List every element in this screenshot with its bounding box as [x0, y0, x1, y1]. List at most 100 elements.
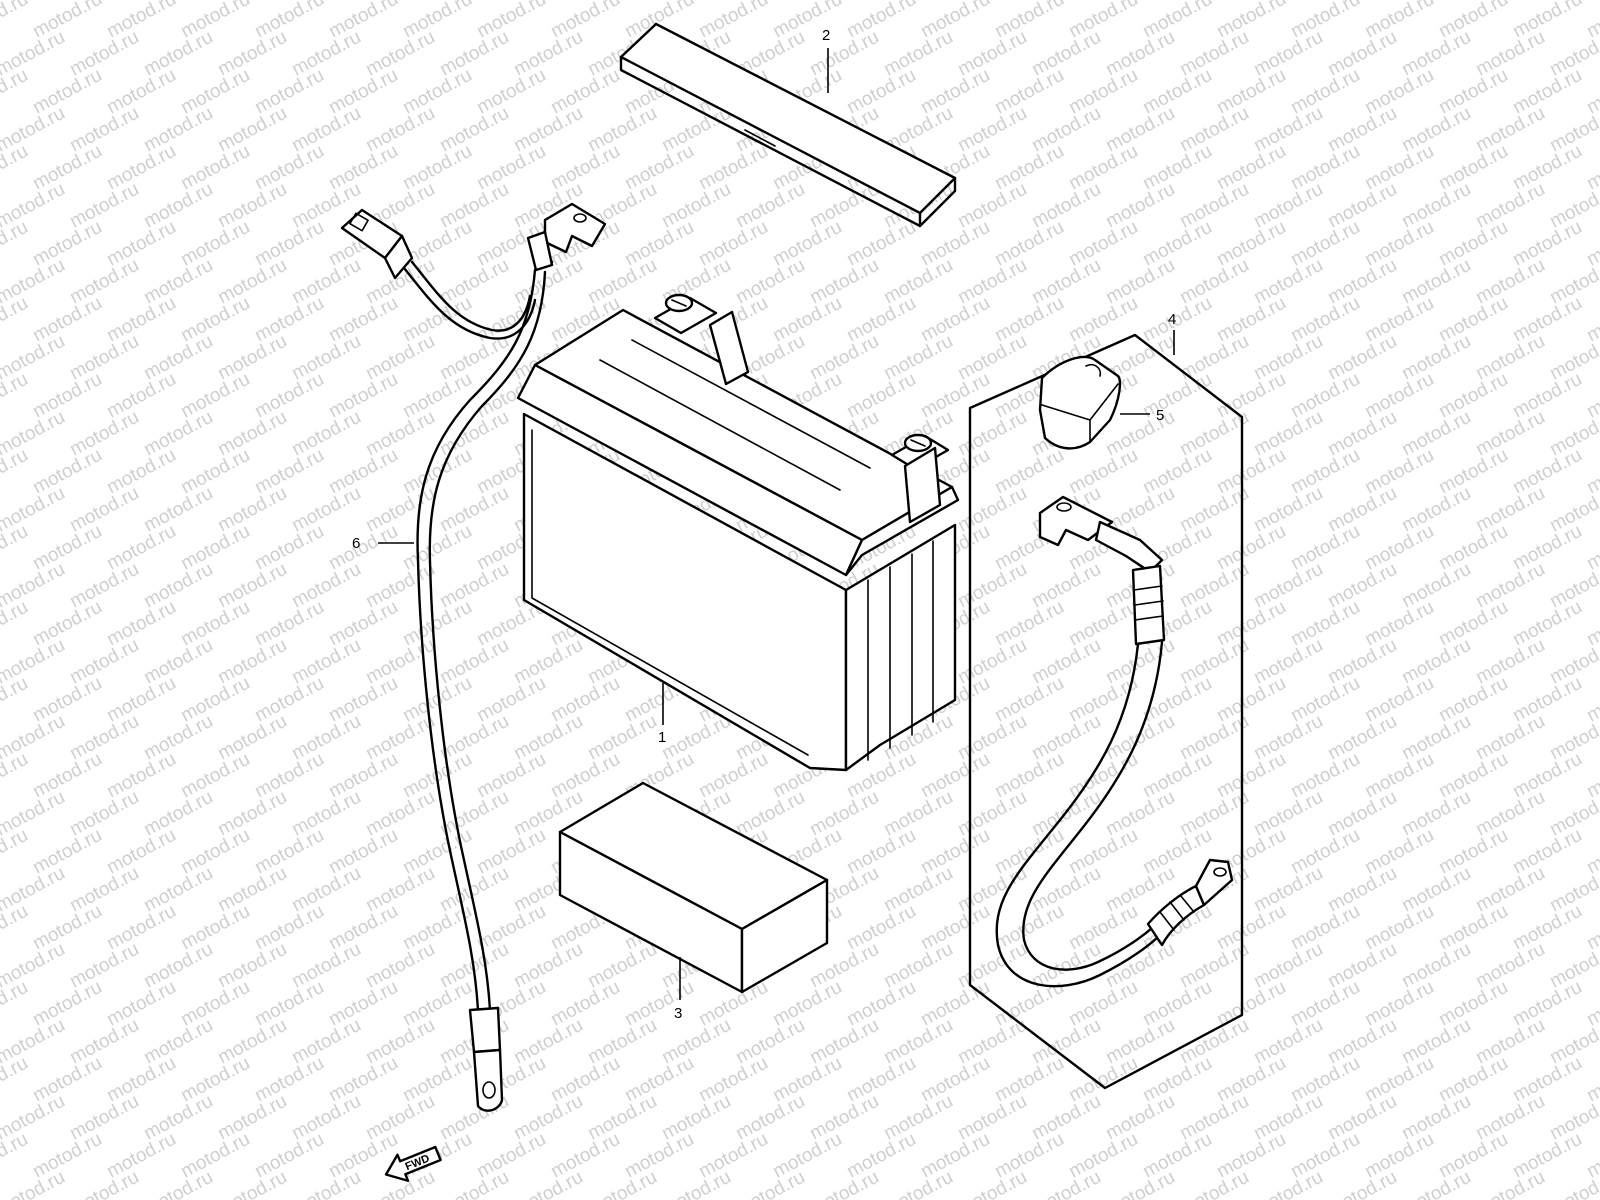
watermark-text: motod.ru	[29, 901, 105, 955]
watermark-text: motod.ru	[66, 27, 142, 81]
watermark-text: motod.ru	[806, 1167, 882, 1200]
part-cable-negative[interactable]	[340, 202, 607, 1112]
watermark-text: motod.ru	[806, 1091, 882, 1145]
watermark-text: motod.ru	[1102, 1091, 1178, 1145]
watermark-text: motod.ru	[806, 255, 882, 309]
watermark-text: motod.ru	[917, 217, 993, 271]
watermark-text: motod.ru	[1509, 901, 1585, 955]
part-pad-bottom[interactable]	[558, 781, 829, 994]
part-cable-positive[interactable]	[995, 495, 1234, 988]
callout-5: 5	[1156, 407, 1164, 424]
watermark-text: motod.ru	[103, 1129, 179, 1183]
watermark-text: motod.ru	[1435, 1053, 1511, 1107]
watermark-text: motod.ru	[658, 179, 734, 233]
watermark-text: motod.ru	[103, 1053, 179, 1107]
watermark-text: motod.ru	[880, 863, 956, 917]
watermark-text: motod.ru	[1139, 65, 1215, 119]
part-battery[interactable]	[516, 293, 960, 772]
watermark-text: motod.ru	[0, 825, 32, 879]
watermark-text: motod.ru	[547, 65, 623, 119]
watermark-text: motod.ru	[917, 825, 993, 879]
watermark-text: motod.ru	[29, 597, 105, 651]
watermark-text: motod.ru	[917, 901, 993, 955]
watermark-text: motod.ru	[1324, 255, 1400, 309]
watermark-text: motod.ru	[917, 749, 993, 803]
watermark-text: motod.ru	[1324, 863, 1400, 917]
part-pad-top[interactable]	[619, 22, 957, 228]
watermark-text: motod.ru	[325, 65, 401, 119]
watermark-text: motod.ru	[1324, 787, 1400, 841]
watermark-text: motod.ru	[1472, 255, 1548, 309]
watermark-text: motod.ru	[0, 521, 32, 575]
watermark-text: motod.ru	[1398, 711, 1474, 765]
watermark-text: motod.ru	[991, 749, 1067, 803]
watermark-text: motod.ru	[769, 217, 845, 271]
watermark-text: motod.ru	[288, 559, 364, 613]
watermark-text: motod.ru	[1102, 1167, 1178, 1200]
watermark-text: motod.ru	[1102, 27, 1178, 81]
watermark-text: motod.ru	[1139, 1053, 1215, 1107]
watermark-text: motod.ru	[1213, 293, 1289, 347]
watermark-text: motod.ru	[880, 331, 956, 385]
watermark-text: motod.ru	[1065, 1053, 1141, 1107]
watermark-text: motod.ru	[1472, 1015, 1548, 1069]
part-terminal-cover[interactable]	[1038, 355, 1122, 450]
watermark-text: motod.ru	[1176, 1167, 1252, 1200]
watermark-text: motod.ru	[917, 1129, 993, 1183]
watermark-text: motod.ru	[621, 1053, 697, 1107]
watermark-text: motod.ru	[1287, 749, 1363, 803]
watermark-text: motod.ru	[917, 293, 993, 347]
watermark-text: motod.ru	[1250, 787, 1326, 841]
watermark-text: motod.ru	[1509, 369, 1585, 423]
watermark-text: motod.ru	[288, 939, 364, 993]
watermark-text: motod.ru	[66, 863, 142, 917]
watermark-text: motod.ru	[140, 863, 216, 917]
watermark-text: motod.ru	[1435, 141, 1511, 195]
watermark-text: motod.ru	[325, 597, 401, 651]
watermark-text: motod.ru	[1472, 407, 1548, 461]
watermark-text: motod.ru	[140, 711, 216, 765]
watermark-text: motod.ru	[362, 331, 438, 385]
watermark-text: motod.ru	[954, 407, 1030, 461]
watermark-text: motod.ru	[1102, 1015, 1178, 1069]
watermark-text: motod.ru	[251, 217, 327, 271]
watermark-text: motod.ru	[1287, 521, 1363, 575]
watermark-text: motod.ru	[436, 635, 512, 689]
watermark-text: motod.ru	[547, 141, 623, 195]
watermark-text: motod.ru	[1361, 293, 1437, 347]
watermark-text: motod.ru	[510, 1091, 586, 1145]
watermark-text: motod.ru	[1213, 673, 1289, 727]
watermark-text: motod.ru	[29, 217, 105, 271]
watermark-text: motod.ru	[0, 901, 32, 955]
watermark-text: motod.ru	[103, 217, 179, 271]
watermark-text: motod.ru	[1398, 1167, 1474, 1200]
watermark-text: motod.ru	[288, 1167, 364, 1200]
watermark-text: motod.ru	[1435, 901, 1511, 955]
watermark-text: motod.ru	[1398, 863, 1474, 917]
watermark-text: motod.ru	[362, 635, 438, 689]
watermark-text: motod.ru	[362, 559, 438, 613]
watermark-text: motod.ru	[214, 711, 290, 765]
watermark-text: motod.ru	[843, 293, 919, 347]
watermark-text: motod.ru	[399, 1053, 475, 1107]
watermark-text: motod.ru	[1213, 369, 1289, 423]
watermark-text: motod.ru	[1065, 673, 1141, 727]
watermark-text: motod.ru	[1213, 977, 1289, 1031]
watermark-text: motod.ru	[1509, 673, 1585, 727]
watermark-text: motod.ru	[1213, 749, 1289, 803]
watermark-text: motod.ru	[325, 1053, 401, 1107]
watermark-text: motod.ru	[1398, 27, 1474, 81]
watermark-text: motod.ru	[1398, 407, 1474, 461]
watermark-text: motod.ru	[695, 1053, 771, 1107]
watermark-text: motod.ru	[1028, 711, 1104, 765]
watermark-text: motod.ru	[1398, 559, 1474, 613]
watermark-text: motod.ru	[177, 749, 253, 803]
watermark-text: motod.ru	[140, 255, 216, 309]
watermark-text: motod.ru	[510, 103, 586, 157]
watermark-text: motod.ru	[436, 939, 512, 993]
watermark-text: motod.ru	[1102, 103, 1178, 157]
watermark-text: motod.ru	[251, 1129, 327, 1183]
watermark-text: motod.ru	[843, 217, 919, 271]
watermark-text: motod.ru	[1472, 787, 1548, 841]
